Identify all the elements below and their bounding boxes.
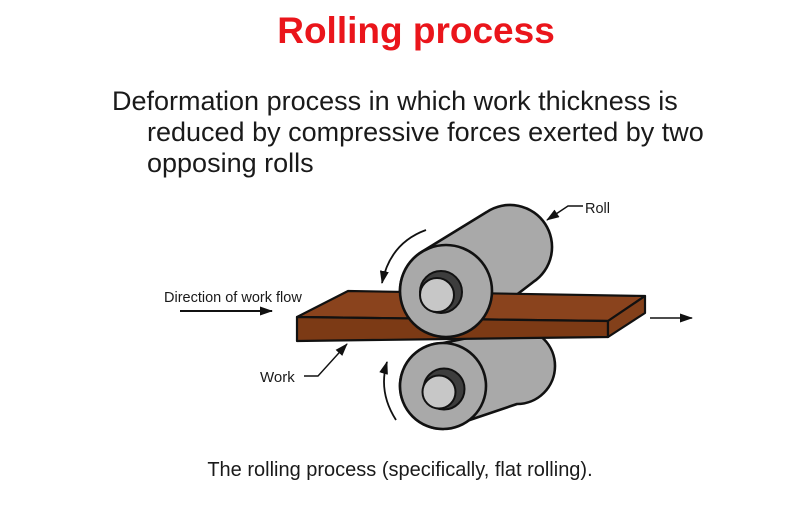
- top-roll-hub: [419, 277, 455, 313]
- bottom-roll-rotation-arrow: [379, 361, 397, 421]
- roll-label: Roll: [585, 201, 610, 217]
- top-roll-front: [398, 243, 494, 339]
- bottom-roll: [398, 326, 557, 431]
- page-title: Rolling process: [277, 10, 555, 51]
- top-roll-rotation-arrow: [379, 229, 427, 284]
- definition-line: Deformation process in which work thickn…: [112, 86, 678, 116]
- definition-line: opposing rolls: [147, 148, 314, 178]
- definition-line: reduced by compressive forces exerted by…: [147, 117, 704, 147]
- work-slab-right-face: [606, 294, 647, 339]
- direction-of-work-flow-label: Direction of work flow: [164, 290, 302, 306]
- diagram-caption: The rolling process (specifically, flat …: [207, 459, 593, 481]
- bottom-roll-hub: [421, 374, 457, 410]
- roll-leader-arrow: [546, 205, 583, 221]
- work-leader-arrow: [304, 343, 348, 377]
- definition-paragraph: Deformation process in which work thickn…: [112, 86, 732, 179]
- work-label: Work: [260, 369, 295, 386]
